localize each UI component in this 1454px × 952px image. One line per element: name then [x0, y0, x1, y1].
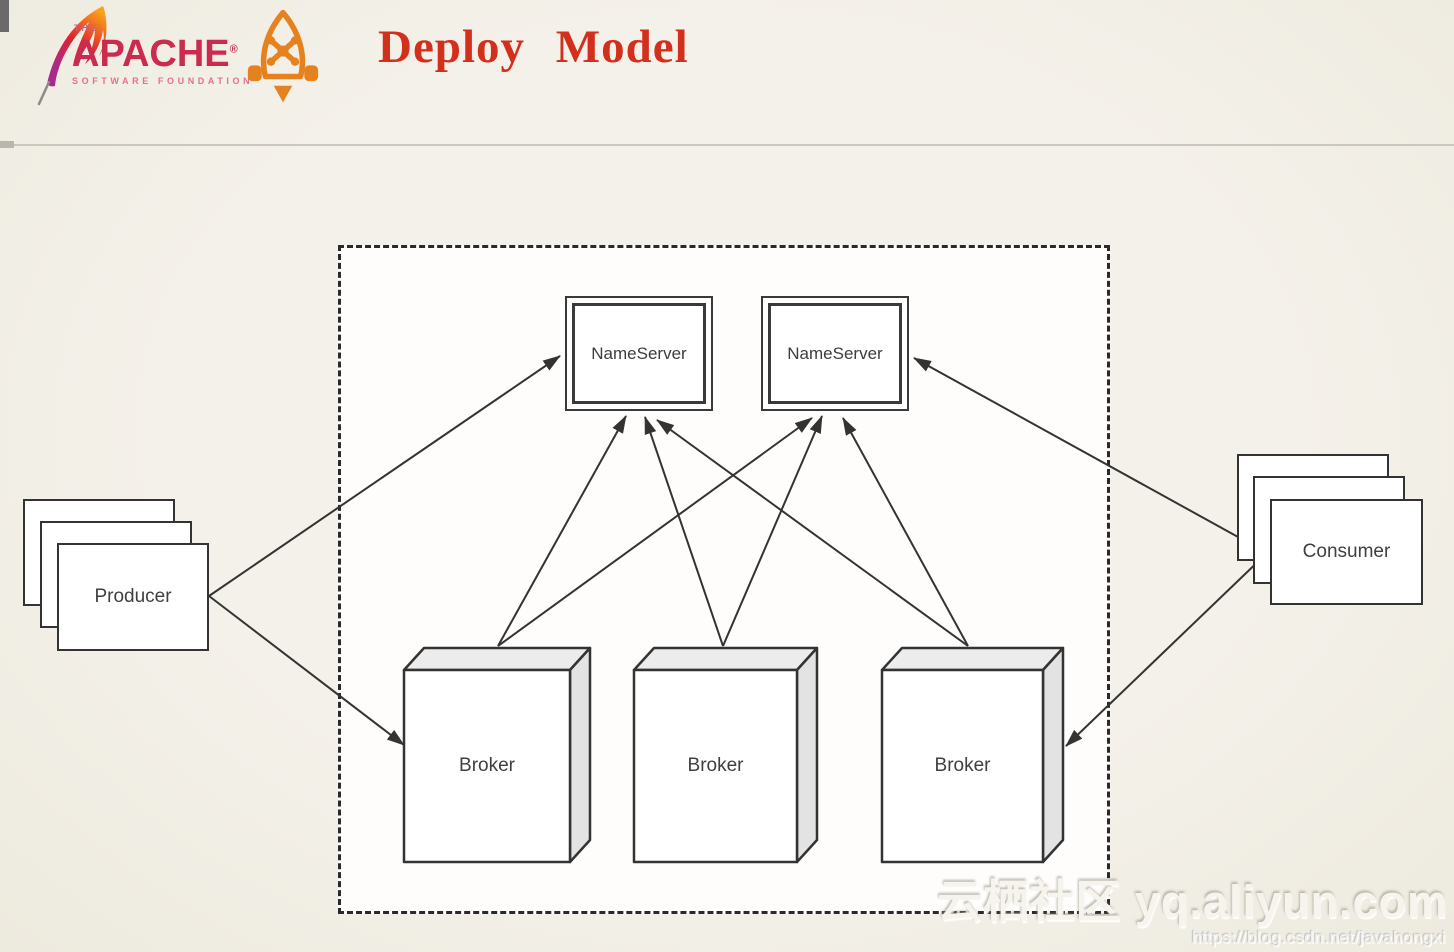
edge-producer-nameserver1 — [208, 355, 561, 597]
broker-1-shape — [402, 646, 592, 864]
producer-box: Producer — [57, 543, 209, 651]
header-divider-nub — [0, 141, 14, 148]
edge-broker2-nameserver1 — [644, 416, 724, 647]
apache-feather-icon — [37, 6, 107, 106]
consumer-label: Consumer — [1302, 541, 1391, 562]
edge-consumer-broker3 — [1065, 552, 1268, 747]
rocketmq-logo-icon — [247, 9, 319, 103]
nameserver-1-box: NameServer — [565, 296, 713, 411]
edge-broker3-nameserver2 — [842, 417, 969, 647]
edge-broker1-nameserver2 — [497, 417, 813, 647]
edge-broker3-nameserver1 — [656, 419, 969, 647]
consumer-box: Consumer — [1270, 499, 1423, 605]
watermark-site: 云栖社区 yq.aliyun.com — [937, 876, 1448, 927]
nameserver-2-label: NameServer — [768, 303, 902, 404]
page-title: Deploy Model — [378, 21, 689, 73]
broker-2-shape — [632, 646, 819, 864]
photo-corner-artifact — [0, 0, 9, 32]
apache-wordmark: THE APACHE® SOFTWARE FOUNDATION — [72, 24, 253, 86]
apache-name-label: APACHE® — [72, 33, 238, 75]
edge-lines — [208, 355, 1268, 747]
apache-subtitle-label: SOFTWARE FOUNDATION — [72, 76, 254, 86]
broker-2-label: Broker — [687, 755, 744, 776]
producer-label: Producer — [94, 586, 172, 607]
edge-broker2-nameserver2 — [722, 415, 823, 647]
registered-mark: ® — [229, 43, 238, 56]
nameserver-1-label: NameServer — [572, 303, 706, 404]
nameserver-2-box: NameServer — [761, 296, 909, 411]
header-divider — [12, 144, 1454, 146]
broker-3-shape — [880, 646, 1065, 864]
edge-consumer-nameserver2 — [913, 357, 1268, 554]
watermark-url: https://blog.csdn.net/javahongxi — [1191, 928, 1446, 947]
broker-3-label: Broker — [934, 755, 991, 776]
broker-1-label: Broker — [459, 755, 515, 776]
edge-broker1-nameserver1 — [497, 415, 627, 647]
edge-producer-broker1 — [208, 595, 405, 746]
apache-the-label: THE — [74, 23, 98, 33]
